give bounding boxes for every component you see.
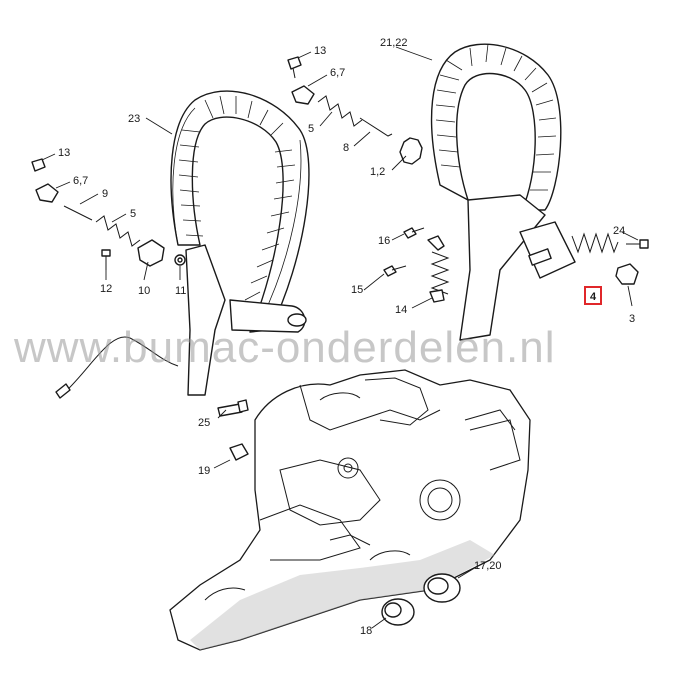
highlight-box	[584, 286, 602, 305]
label-3: 3	[629, 313, 635, 325]
screw-24	[626, 239, 649, 249]
screw-15	[383, 265, 407, 277]
spring-5-left	[63, 205, 141, 247]
plug-17-20	[423, 573, 461, 603]
label-25: 25	[198, 417, 210, 429]
grommet-18	[381, 598, 415, 626]
buffer-3	[615, 263, 639, 285]
spring-14	[427, 235, 450, 303]
screw-12	[101, 249, 111, 270]
washer-11	[174, 254, 186, 266]
handle-bar-right	[430, 43, 576, 341]
label-11: 11	[175, 285, 186, 297]
label-17-20: 17,20	[474, 560, 502, 572]
label-23: 23	[128, 113, 140, 125]
label-6-7-top: 6,7	[330, 67, 345, 79]
label-8: 8	[343, 142, 349, 154]
cable-end	[55, 383, 71, 399]
label-5-top: 5	[308, 123, 314, 135]
spring-5-top	[317, 95, 393, 137]
label-9: 9	[102, 188, 108, 200]
watermark-text: www.bumac-onderdelen.nl	[13, 323, 556, 372]
screw-13-top	[287, 56, 302, 79]
cable	[61, 336, 179, 396]
label-19: 19	[198, 465, 210, 477]
label-6-7-left: 6,7	[73, 175, 88, 187]
label-13-left: 13	[58, 147, 70, 159]
buffer-6-7-top	[291, 85, 315, 105]
label-15: 15	[351, 284, 363, 296]
gear-part-1-2	[399, 137, 423, 165]
screw-13-left	[31, 158, 46, 172]
label-18: 18	[360, 625, 372, 637]
leader-lines	[41, 46, 639, 629]
label-24: 24	[613, 225, 625, 237]
label-12: 12	[100, 283, 112, 295]
label-21-22: 21,22	[380, 37, 408, 49]
label-16: 16	[378, 235, 390, 247]
highlighted-part-4[interactable]: 4	[584, 286, 602, 305]
screw-16	[403, 227, 425, 239]
label-4: 4	[590, 291, 597, 303]
buffer-19	[229, 443, 249, 461]
label-10: 10	[138, 285, 150, 297]
label-14: 14	[395, 304, 407, 316]
buffer-10	[137, 239, 165, 267]
label-5-left: 5	[130, 208, 136, 220]
label-1-2: 1,2	[370, 166, 385, 178]
part-labels: 13 6,7 5 8 21,22 1,2 23 13 6,7 9 5 12 10…	[58, 37, 635, 637]
screw-25	[217, 399, 249, 417]
buffer-6-7-left	[35, 183, 59, 203]
label-13-top: 13	[314, 45, 326, 57]
handle-bar-left	[170, 90, 310, 396]
spring-4	[571, 232, 619, 254]
